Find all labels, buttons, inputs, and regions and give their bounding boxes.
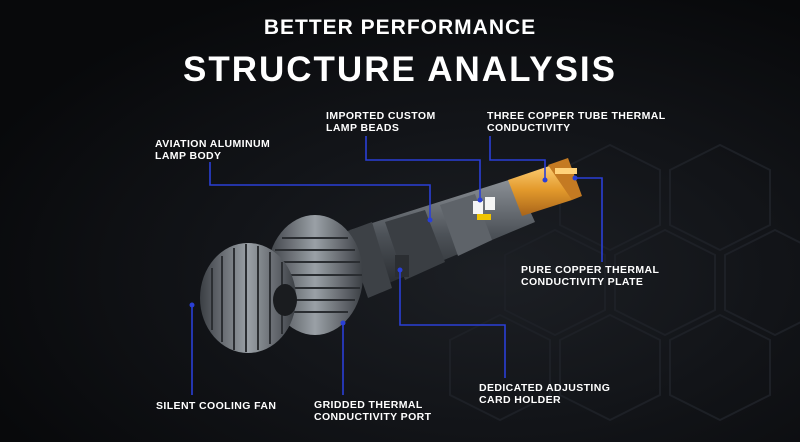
callout-silent-cooling-fan: SILENT COOLING FAN — [156, 400, 277, 412]
cooling-fan — [200, 243, 297, 353]
callout-three-copper-tube: THREE COPPER TUBE THERMAL CONDUCTIVITY — [487, 110, 666, 134]
subtitle: BETTER PERFORMANCE — [263, 16, 537, 39]
leader-dots — [189, 175, 578, 326]
leader-lines — [191, 136, 603, 395]
callout-aviation-aluminum-lamp-body: AVIATION ALUMINUM LAMP BODY — [155, 138, 271, 162]
callout-gridded-thermal-port: GRIDDED THERMAL CONDUCTIVITY PORT — [314, 399, 432, 423]
page-title: STRUCTURE ANALYSIS — [182, 50, 617, 89]
copper-tube-tip — [508, 158, 582, 216]
callout-imported-custom-lamp-beads: IMPORTED CUSTOM LAMP BEADS — [326, 110, 436, 134]
callout-pure-copper-plate: PURE COPPER THERMAL CONDUCTIVITY PLATE — [521, 264, 660, 288]
lamp-beads — [473, 197, 495, 220]
callout-dedicated-adjusting-card-holder: DEDICATED ADJUSTING CARD HOLDER — [479, 382, 611, 406]
